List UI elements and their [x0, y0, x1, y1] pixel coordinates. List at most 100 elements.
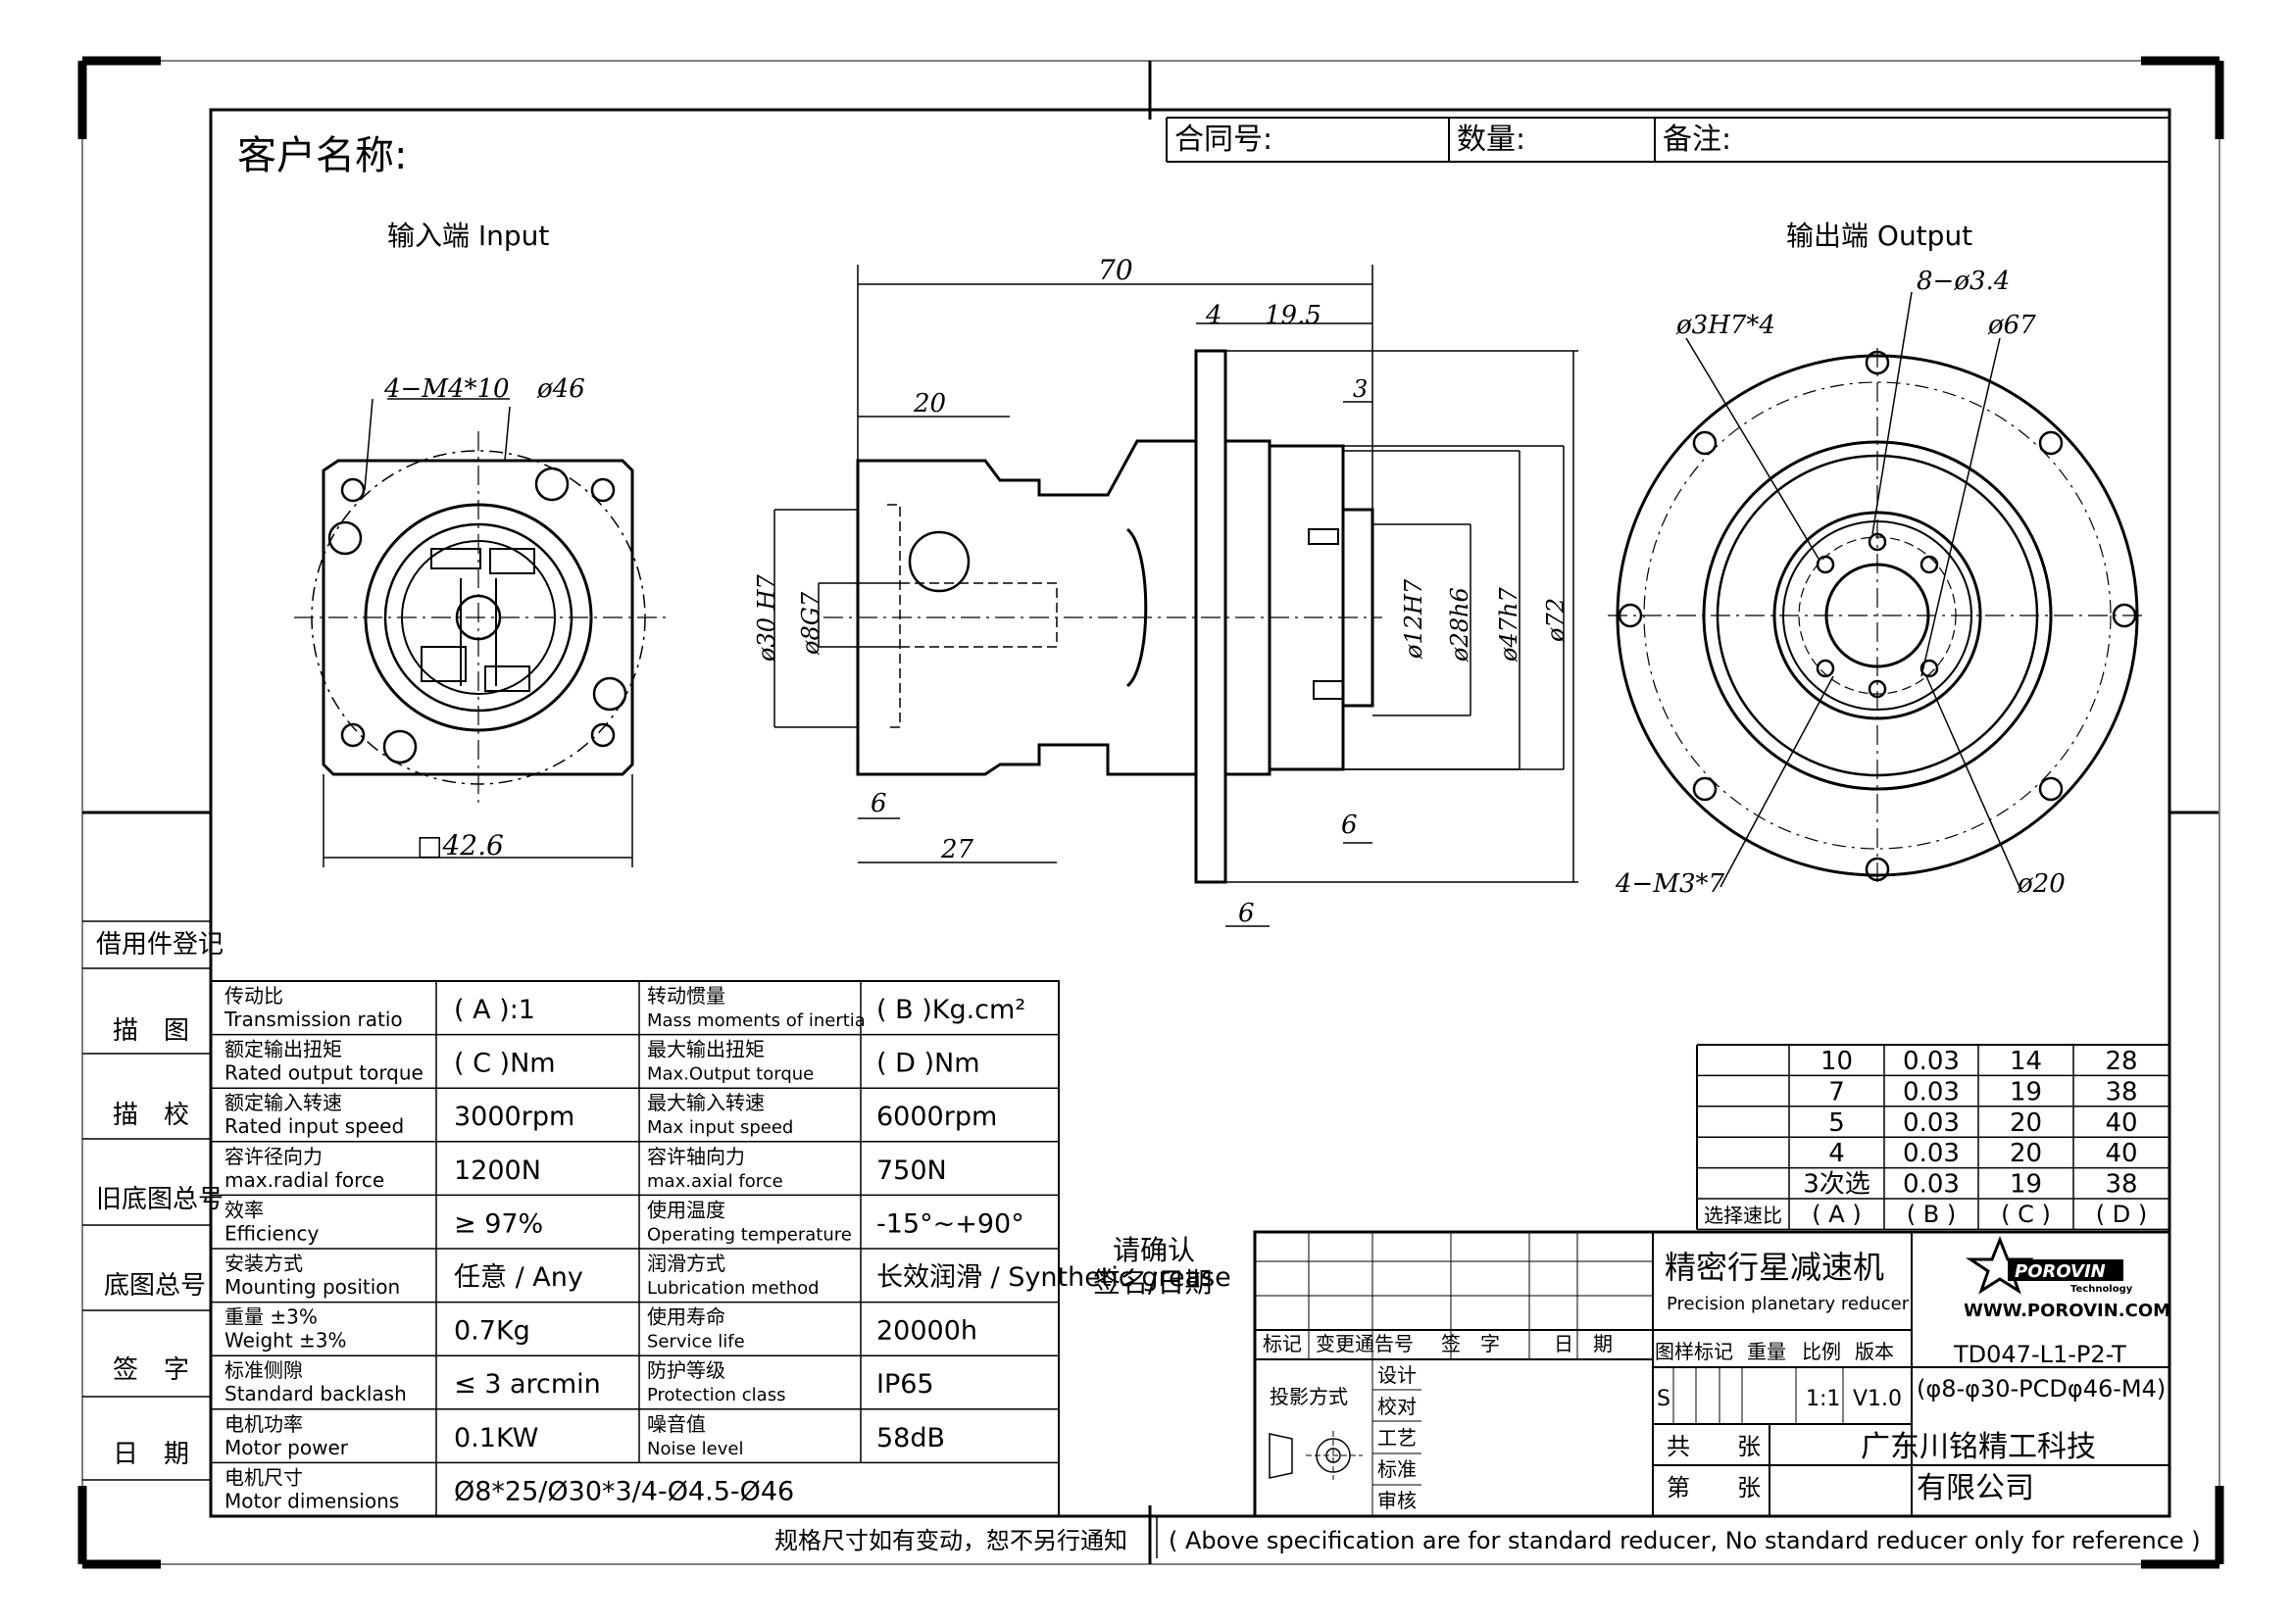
date-label: 日 期 — [1554, 1332, 1613, 1355]
scale-value: 1:1 — [1806, 1387, 1840, 1411]
ratio-footer-cell: ( B ) — [1907, 1201, 1956, 1228]
spec-value: 0.7Kg — [454, 1316, 530, 1347]
dim-19-5: 19.5 — [1265, 301, 1321, 330]
ratio-cell: 4 — [1828, 1139, 1845, 1168]
total-sheets: 共 张 — [1667, 1433, 1761, 1460]
model-number: TD047-L1-P2-T — [1953, 1341, 2126, 1368]
version-value: V1.0 — [1853, 1387, 1902, 1411]
sheet-frame — [77, 56, 2224, 1569]
change-notice-label: 变更通告号 — [1316, 1332, 1414, 1355]
brand-logo-text: POROVIN — [2015, 1261, 2106, 1282]
ratio-footer-cell: ( D ) — [2096, 1201, 2147, 1228]
remark-label: 备注: — [1663, 123, 1731, 157]
ratio-cell: 28 — [2105, 1047, 2137, 1076]
ratio-cell: 14 — [2010, 1047, 2042, 1076]
spec-label-en: Mass moments of inertia — [647, 1010, 866, 1031]
dim-3: 3 — [1353, 375, 1368, 403]
dim-20: 20 — [913, 389, 946, 418]
projection-label: 投影方式 — [1270, 1385, 1348, 1408]
spec-value: -15°~+90° — [876, 1208, 1024, 1239]
dim-d30h7: ø30 H7 — [753, 573, 780, 663]
spec-label-en: Lubrication method — [647, 1278, 820, 1299]
spec-label-cn: 转动惯量 — [647, 984, 725, 1008]
spec-label-cn: 最大输入转速 — [647, 1091, 765, 1114]
motor-dim-label-en: Motor dimensions — [224, 1489, 399, 1512]
spec-label-cn: 安装方式 — [224, 1252, 303, 1275]
spec-label-cn: 容许轴向力 — [647, 1145, 745, 1168]
ratio-cell: 0.03 — [1903, 1170, 1960, 1200]
spec-value: 长效润滑 / Synthetic grease — [876, 1262, 1231, 1293]
ratio-cell: 5 — [1828, 1108, 1845, 1138]
spec-value: 750N — [876, 1156, 947, 1186]
spec-label-en: Noise level — [647, 1439, 743, 1459]
spec-label-en: Standard backlash — [224, 1382, 407, 1405]
brand-logo-sub: Technology — [2070, 1284, 2133, 1295]
input-view: 输入端 Input 4−M4*10 ø46 □42.6 — [294, 220, 667, 867]
motor-dim-label-cn: 电机尺寸 — [224, 1465, 303, 1489]
ratio-cell: 7 — [1828, 1077, 1845, 1107]
ratio-footer-cell: 选择速比 — [1704, 1204, 1782, 1227]
role-design: 设计 — [1377, 1363, 1417, 1387]
dim-d8g7: ø8G7 — [797, 591, 824, 656]
spec-label-en: Efficiency — [224, 1221, 320, 1245]
footer-note-cn: 规格尺寸如有变动，恕不另行通知 — [774, 1527, 1127, 1554]
spec-value: 20000h — [876, 1316, 977, 1347]
spec-value: ( B )Kg.cm² — [876, 995, 1025, 1025]
side-label-base-number: 底图总号 — [104, 1271, 206, 1301]
role-review: 审核 — [1377, 1489, 1417, 1512]
output-view: 输出端 Output 8−ø3.4 ø3H7*4 ø67 4−M3*7 ø20 — [1608, 220, 2147, 899]
dim-d28h6: ø28h6 — [1446, 587, 1473, 663]
dim-d3h7: ø3H7*4 — [1675, 311, 1775, 340]
footer: 规格尺寸如有变动，恕不另行通知 ( Above specification ar… — [774, 1516, 2201, 1558]
spec-label-cn: 重量 ±3% — [224, 1305, 318, 1329]
side-label-date: 日 期 — [113, 1440, 189, 1469]
dim-4m3: 4−M3*7 — [1615, 869, 1724, 899]
dim-27: 27 — [940, 835, 974, 864]
output-view-label: 输出端 Output — [1786, 220, 1972, 252]
spec-label-en: Operating temperature — [647, 1224, 852, 1245]
spec-label-cn: 噪音值 — [647, 1412, 706, 1436]
spec-label-en: Mounting position — [224, 1275, 400, 1299]
spec-label-en: max.axial force — [647, 1171, 783, 1192]
ratio-cell: 40 — [2105, 1108, 2137, 1138]
spec-label-cn: 效率 — [224, 1198, 264, 1221]
model-spec: (φ8-φ30-PCDφ46-M4) — [1917, 1375, 2166, 1403]
spec-label-cn: 额定输出扭矩 — [224, 1038, 342, 1061]
dim-6a: 6 — [871, 789, 887, 818]
dim-6c: 6 — [1341, 811, 1358, 840]
spec-label-cn: 电机功率 — [224, 1412, 303, 1436]
ratio-cell: 0.03 — [1903, 1047, 1960, 1076]
spec-label-cn: 润滑方式 — [647, 1252, 725, 1275]
ratio-cell: 20 — [2010, 1108, 2042, 1138]
spec-value: 任意 / Any — [454, 1262, 583, 1293]
ratio-cell: 3次选 — [1803, 1170, 1870, 1200]
spec-label-cn: 额定输入转速 — [224, 1091, 342, 1114]
header-block: 客户名称: 合同号: 数量: 备注: — [237, 117, 2169, 178]
side-label-sign: 签 字 — [113, 1355, 189, 1385]
title-block: 精密行星减速机 Precision planetary reducer PORO… — [1253, 1230, 2171, 1518]
customer-label: 客户名称: — [237, 133, 407, 178]
confirm-line2: 签名/日期 — [1093, 1266, 1212, 1299]
confirm-line1: 请确认 — [1113, 1234, 1195, 1266]
spec-label-en: Rated input speed — [224, 1114, 404, 1138]
spec-label-en: max.radial force — [224, 1168, 384, 1192]
spec-label-cn: 使用温度 — [647, 1198, 725, 1221]
dim-6b: 6 — [1238, 899, 1255, 928]
spec-value: ( D )Nm — [876, 1049, 980, 1079]
spec-label-cn: 最大输出扭矩 — [647, 1038, 765, 1061]
spec-value: ( C )Nm — [454, 1049, 556, 1079]
dim-70: 70 — [1098, 254, 1133, 286]
spec-label-en: Service life — [647, 1332, 745, 1353]
dim-8-d3-4: 8−ø3.4 — [1917, 267, 2010, 296]
spec-value: 3000rpm — [454, 1102, 574, 1132]
ratio-cell: 38 — [2105, 1170, 2137, 1200]
product-name-en: Precision planetary reducer — [1667, 1294, 1910, 1314]
ratio-cell: 0.03 — [1903, 1108, 1960, 1138]
spec-label-en: Weight ±3% — [224, 1329, 347, 1353]
ratio-cell: 20 — [2010, 1139, 2042, 1168]
side-column: 借用件登记 描 图 描 校 旧底图总号 底图总号 签 字 日 期 — [82, 920, 224, 1481]
spec-label-cn: 标准侧隙 — [224, 1358, 303, 1382]
